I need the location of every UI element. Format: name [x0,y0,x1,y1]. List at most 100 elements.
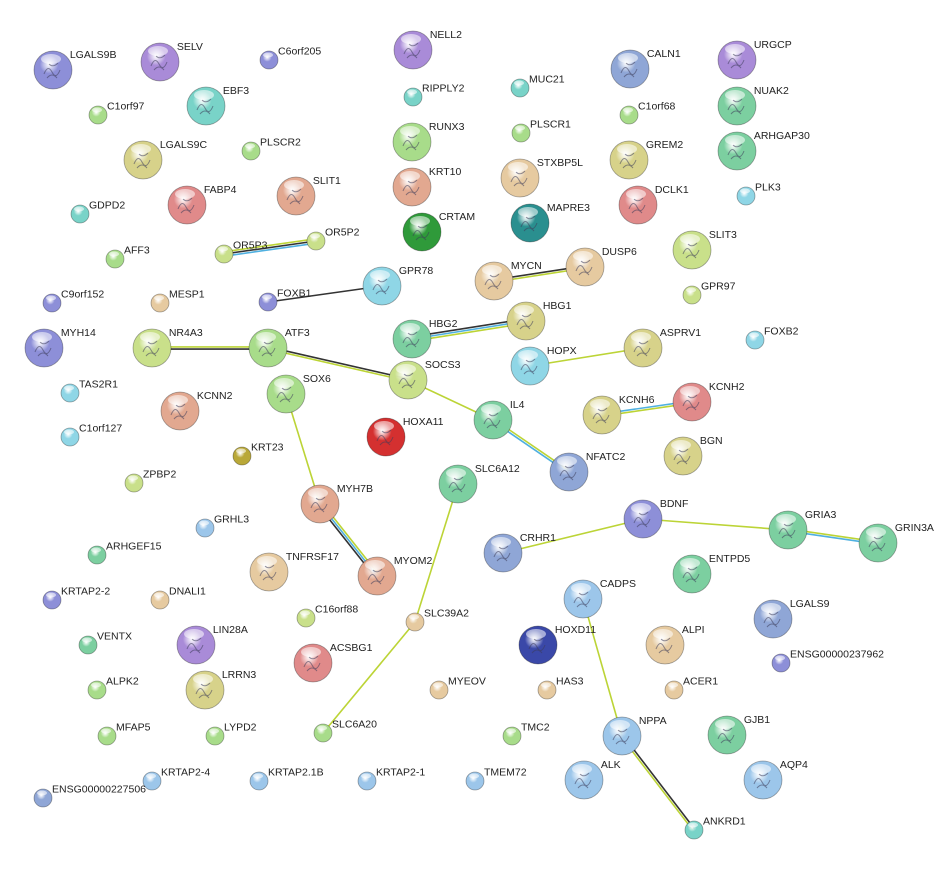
node-MESP1[interactable]: MESP1 [150,288,205,313]
node-MAPRE3[interactable]: MAPRE3 [510,202,590,243]
node-TMEM72[interactable]: TMEM72 [465,766,527,791]
node-RUNX3[interactable]: RUNX3 [392,121,465,162]
node-KRT23[interactable]: KRT23 [232,441,284,466]
node-SLC6A12[interactable]: SLC6A12 [438,463,520,504]
node-KRTAP2-2[interactable]: KRTAP2-2 [42,585,110,610]
node-GRIN3A[interactable]: GRIN3A [858,522,934,563]
node-HOXA11[interactable]: HOXA11 [366,416,444,457]
node-KRTAP2-4[interactable]: KRTAP2-4 [142,766,210,791]
node-OR5P3[interactable]: OR5P3 [214,239,268,264]
node-C16orf88[interactable]: C16orf88 [296,603,358,628]
node-HOPX[interactable]: HOPX [510,345,577,386]
node-PLSCR2[interactable]: PLSCR2 [241,136,301,161]
node-IL4[interactable]: IL4 [473,399,525,440]
node-VENTX[interactable]: VENTX [78,630,132,655]
node-HAS3[interactable]: HAS3 [537,675,584,700]
node-DNALI1[interactable]: DNALI1 [150,585,206,610]
node-FOXB2[interactable]: FOXB2 [745,325,799,350]
node-SOCS3[interactable]: SOCS3 [388,359,461,400]
node-GPR97[interactable]: GPR97 [682,280,736,305]
node-DCLK1[interactable]: DCLK1 [618,184,689,225]
node-BDNF[interactable]: BDNF [623,498,688,539]
node-ENTPD5[interactable]: ENTPD5 [672,553,750,594]
node-CADPS[interactable]: CADPS [563,578,636,619]
node-STXBP5L[interactable]: STXBP5L [500,157,583,198]
node-BGN[interactable]: BGN [663,435,723,476]
node-AFF3[interactable]: AFF3 [105,244,150,269]
node-DUSP6[interactable]: DUSP6 [565,246,637,287]
node-C1orf97[interactable]: C1orf97 [88,100,145,125]
node-AQP4[interactable]: AQP4 [743,759,808,800]
node-RIPPLY2[interactable]: RIPPLY2 [403,82,465,107]
node-NELL2[interactable]: NELL2 [393,29,462,70]
node-MYCN[interactable]: MYCN [474,260,542,301]
node-SLIT3[interactable]: SLIT3 [672,229,737,270]
node-GJB1[interactable]: GJB1 [707,714,770,755]
node-ALPK2[interactable]: ALPK2 [87,675,139,700]
node-GREM2[interactable]: GREM2 [609,139,683,180]
node-URGCP[interactable]: URGCP [717,39,792,80]
node-TMC2[interactable]: TMC2 [502,721,550,746]
node-ENSG00000227506[interactable]: ENSG00000227506 [33,783,146,808]
node-PLK3[interactable]: PLK3 [736,181,781,206]
node-ARHGAP30[interactable]: ARHGAP30 [717,130,810,171]
node-SLC6A20[interactable]: SLC6A20 [313,718,377,743]
node-MYOM2[interactable]: MYOM2 [357,555,432,596]
node-SLC39A2[interactable]: SLC39A2 [405,607,469,632]
node-ASPRV1[interactable]: ASPRV1 [623,327,701,368]
node-GPR78[interactable]: GPR78 [362,265,433,306]
node-SLIT1[interactable]: SLIT1 [276,175,341,216]
node-LGALS9[interactable]: LGALS9 [753,598,830,639]
node-MYH7B[interactable]: MYH7B [300,483,373,524]
node-GDPD2[interactable]: GDPD2 [70,199,125,224]
node-NR4A3[interactable]: NR4A3 [132,327,203,368]
node-KCNH6[interactable]: KCNH6 [582,394,655,435]
node-TNFRSF17[interactable]: TNFRSF17 [249,551,339,592]
node-C9orf152[interactable]: C9orf152 [42,288,104,313]
node-ZPBP2[interactable]: ZPBP2 [124,468,176,493]
node-CALN1[interactable]: CALN1 [610,48,681,89]
node-LGALS9B[interactable]: LGALS9B [33,49,117,90]
node-ACER1[interactable]: ACER1 [664,675,718,700]
node-C6orf205[interactable]: C6orf205 [259,45,321,70]
node-FOXB1[interactable]: FOXB1 [258,287,312,312]
node-FABP4[interactable]: FABP4 [167,184,237,225]
node-PLSCR1[interactable]: PLSCR1 [511,118,571,143]
node-MYEOV[interactable]: MYEOV [429,675,486,700]
node-SOX6[interactable]: SOX6 [266,373,331,414]
node-ALK[interactable]: ALK [564,759,621,800]
node-ATF3[interactable]: ATF3 [248,327,310,368]
node-SELV[interactable]: SELV [140,41,203,82]
node-CRTAM[interactable]: CRTAM [402,211,475,252]
node-KRTAP2-1[interactable]: KRTAP2-1 [357,766,425,791]
node-HBG2[interactable]: HBG2 [392,318,458,359]
node-CRHR1[interactable]: CRHR1 [483,532,556,573]
node-LGALS9C[interactable]: LGALS9C [123,139,208,180]
node-ALPI[interactable]: ALPI [645,624,705,665]
node-ARHGEF15[interactable]: ARHGEF15 [87,540,162,565]
node-LYPD2[interactable]: LYPD2 [205,721,257,746]
node-OR5P2[interactable]: OR5P2 [306,226,360,251]
node-LIN28A[interactable]: LIN28A [176,624,248,665]
node-LRRN3[interactable]: LRRN3 [185,669,256,710]
node-KRTAP2.1B[interactable]: KRTAP2.1B [249,766,324,791]
node-HOXD11[interactable]: HOXD11 [518,624,596,665]
node-MFAP5[interactable]: MFAP5 [97,721,151,746]
node-C1orf68[interactable]: C1orf68 [619,100,676,125]
node-MUC21[interactable]: MUC21 [510,73,565,98]
node-NUAK2[interactable]: NUAK2 [717,85,789,126]
node-TAS2R1[interactable]: TAS2R1 [60,378,118,403]
node-KCNH2[interactable]: KCNH2 [672,381,745,422]
node-ENSG00000237962[interactable]: ENSG00000237962 [771,648,884,673]
node-NPPA[interactable]: NPPA [602,715,667,756]
node-HBG1[interactable]: HBG1 [506,300,572,341]
node-NFATC2[interactable]: NFATC2 [549,451,625,492]
node-ACSBG1[interactable]: ACSBG1 [293,642,373,683]
node-KCNN2[interactable]: KCNN2 [160,390,233,431]
node-GRIA3[interactable]: GRIA3 [768,509,836,550]
node-MYH14[interactable]: MYH14 [24,327,96,368]
node-KRT10[interactable]: KRT10 [392,166,461,207]
node-ANKRD1[interactable]: ANKRD1 [684,815,746,840]
node-GRHL3[interactable]: GRHL3 [195,513,249,538]
node-C1orf127[interactable]: C1orf127 [60,422,122,447]
